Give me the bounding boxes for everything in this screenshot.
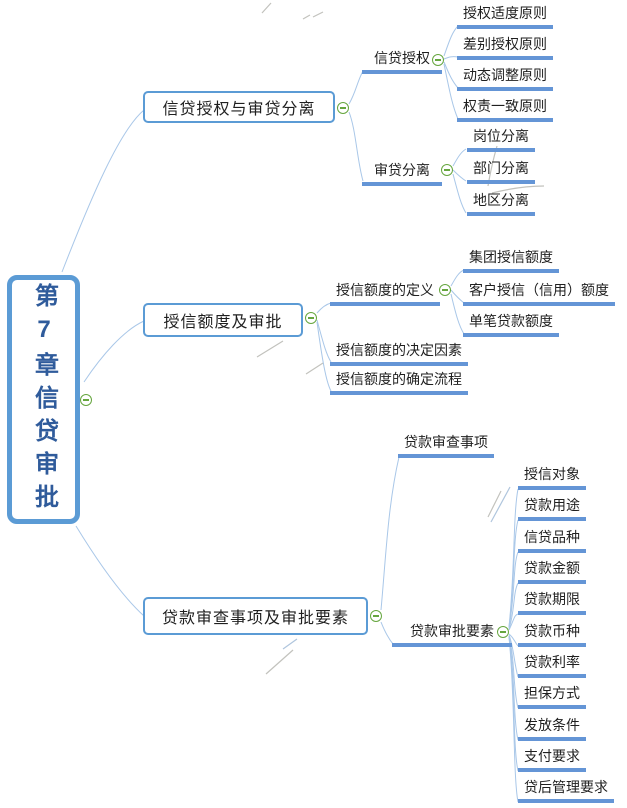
node-guarantee-method[interactable]: 担保方式 <box>518 684 586 709</box>
node-credit-line-determination-process[interactable]: 授信额度的确定流程 <box>330 370 468 395</box>
node-loan-purpose[interactable]: 贷款用途 <box>518 496 586 521</box>
node-credit-authorization-and-separation[interactable]: 信贷授权与审贷分离 <box>143 91 335 123</box>
branch-label: 信贷授权与审贷分离 <box>162 101 316 118</box>
node-credit-line-definition[interactable]: 授信额度的定义 <box>330 281 440 306</box>
collapse-icon-loan-approval-elements[interactable] <box>497 626 509 638</box>
node-loan-review-items[interactable]: 贷款审查事项 <box>398 433 494 458</box>
node-credit-line-determinants[interactable]: 授信额度的决定因素 <box>330 341 468 366</box>
node-payment-requirements[interactable]: 支付要求 <box>518 747 586 772</box>
root-label: 第7章信贷审批 <box>30 282 58 517</box>
node-principle-moderate-authorization[interactable]: 授权适度原则 <box>457 4 553 29</box>
node-region-separation[interactable]: 地区分离 <box>467 191 535 216</box>
node-post-loan-management-requirements[interactable]: 贷后管理要求 <box>518 778 614 803</box>
node-root-chapter7-credit-approval[interactable]: 第7章信贷审批 <box>7 275 80 524</box>
node-principle-dynamic-adjustment[interactable]: 动态调整原则 <box>457 66 553 91</box>
collapse-icon-credit-line-definition[interactable] <box>439 284 451 296</box>
collapse-icon-branch2[interactable] <box>305 312 317 324</box>
node-disbursement-conditions[interactable]: 发放条件 <box>518 716 586 741</box>
collapse-icon-branch1[interactable] <box>337 102 349 114</box>
node-department-separation[interactable]: 部门分离 <box>467 159 535 184</box>
node-principle-differentiated-authorization[interactable]: 差别授权原则 <box>457 35 553 60</box>
node-credit-authorization[interactable]: 信贷授权 <box>362 49 442 74</box>
branch-label: 贷款审查事项及审批要素 <box>161 610 349 627</box>
collapse-icon-review-lending-separation[interactable] <box>441 164 453 176</box>
node-loan-review-items-and-approval-elements[interactable]: 贷款审查事项及审批要素 <box>143 597 368 635</box>
collapse-icon-credit-authorization[interactable] <box>432 54 444 66</box>
node-principle-authority-responsibility[interactable]: 权责一致原则 <box>457 97 553 122</box>
pencil-scribbles-blue <box>282 486 511 650</box>
branch-label: 授信额度及审批 <box>163 314 283 331</box>
node-credit-product-type[interactable]: 信贷品种 <box>518 528 586 553</box>
node-credit-line-and-approval[interactable]: 授信额度及审批 <box>143 303 303 337</box>
node-group-credit-line[interactable]: 集团授信额度 <box>463 248 559 273</box>
node-customer-credit-line[interactable]: 客户授信（信用）额度 <box>463 281 615 306</box>
node-review-lending-separation[interactable]: 审贷分离 <box>362 161 442 186</box>
node-loan-term[interactable]: 贷款期限 <box>518 590 586 615</box>
node-loan-amount[interactable]: 贷款金额 <box>518 559 586 584</box>
node-post-separation[interactable]: 岗位分离 <box>467 127 535 152</box>
node-credit-object[interactable]: 授信对象 <box>518 465 586 490</box>
node-loan-interest-rate[interactable]: 贷款利率 <box>518 653 586 678</box>
node-single-loan-line[interactable]: 单笔贷款额度 <box>463 312 559 337</box>
collapse-icon-branch3[interactable] <box>370 610 382 622</box>
node-loan-approval-elements[interactable]: 贷款审批要素 <box>392 622 512 647</box>
node-loan-currency[interactable]: 贷款币种 <box>518 622 586 647</box>
collapse-icon-root[interactable] <box>80 394 92 406</box>
